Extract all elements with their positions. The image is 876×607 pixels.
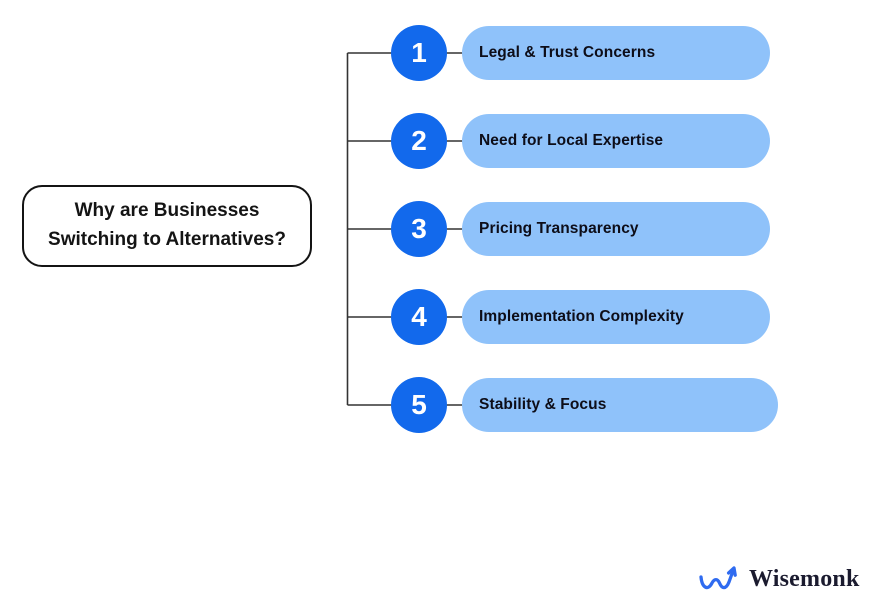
step-number-badge: 2 — [391, 113, 447, 169]
reason-label: Stability & Focus — [479, 396, 607, 413]
step-number-badge: 1 — [391, 25, 447, 81]
reason-label: Need for Local Expertise — [479, 132, 664, 149]
reason-pill: Implementation Complexity — [462, 290, 770, 344]
brand-name: Wisemonk — [749, 565, 860, 592]
reason-pill: Need for Local Expertise — [462, 114, 770, 168]
reason-pill: Legal & Trust Concerns — [462, 26, 770, 80]
page-title: Why are Businesses Switching to Alternat… — [48, 200, 286, 250]
step-number-badge: 5 — [391, 377, 447, 433]
reason-label: Implementation Complexity — [479, 308, 684, 325]
reason-label: Pricing Transparency — [479, 220, 639, 237]
wave-arrow-icon — [699, 566, 737, 590]
title-box: Why are Businesses Switching to Alternat… — [22, 185, 312, 267]
reason-label: Legal & Trust Concerns — [479, 44, 656, 61]
brand-footer: Wisemonk — [698, 558, 868, 600]
step-number-badge: 3 — [391, 201, 447, 257]
reason-pill: Pricing Transparency — [462, 202, 770, 256]
step-number-badge: 4 — [391, 289, 447, 345]
reason-pill: Stability & Focus — [462, 378, 778, 432]
